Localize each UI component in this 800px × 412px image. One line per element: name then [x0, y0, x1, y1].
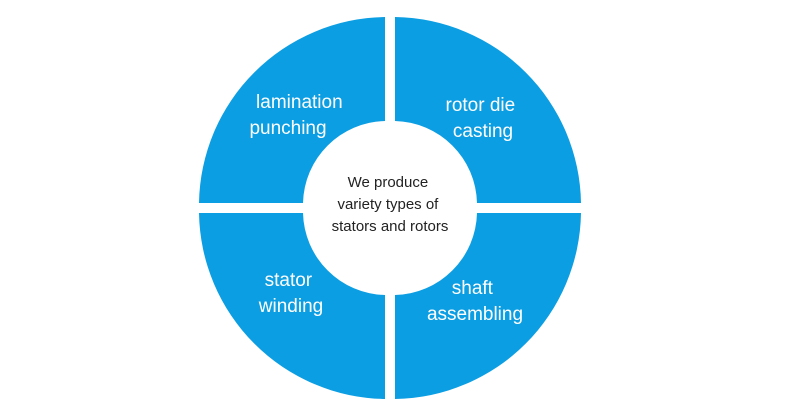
segment-label-rotor-die-casting: rotor die casting	[446, 95, 521, 142]
segment-top-left	[199, 17, 385, 203]
segment-top-right	[395, 17, 581, 203]
center-circle	[308, 126, 472, 290]
segment-label-shaft-assembling: shaft assembling	[427, 278, 523, 325]
segment-bottom-right	[395, 213, 581, 399]
segment-label-lamination: lamination punching	[249, 92, 348, 139]
segment-bottom-left	[199, 213, 385, 399]
segment-label-stator-winding: stator winding	[258, 270, 323, 317]
center-description: We produce variety types of stators and …	[332, 174, 449, 235]
